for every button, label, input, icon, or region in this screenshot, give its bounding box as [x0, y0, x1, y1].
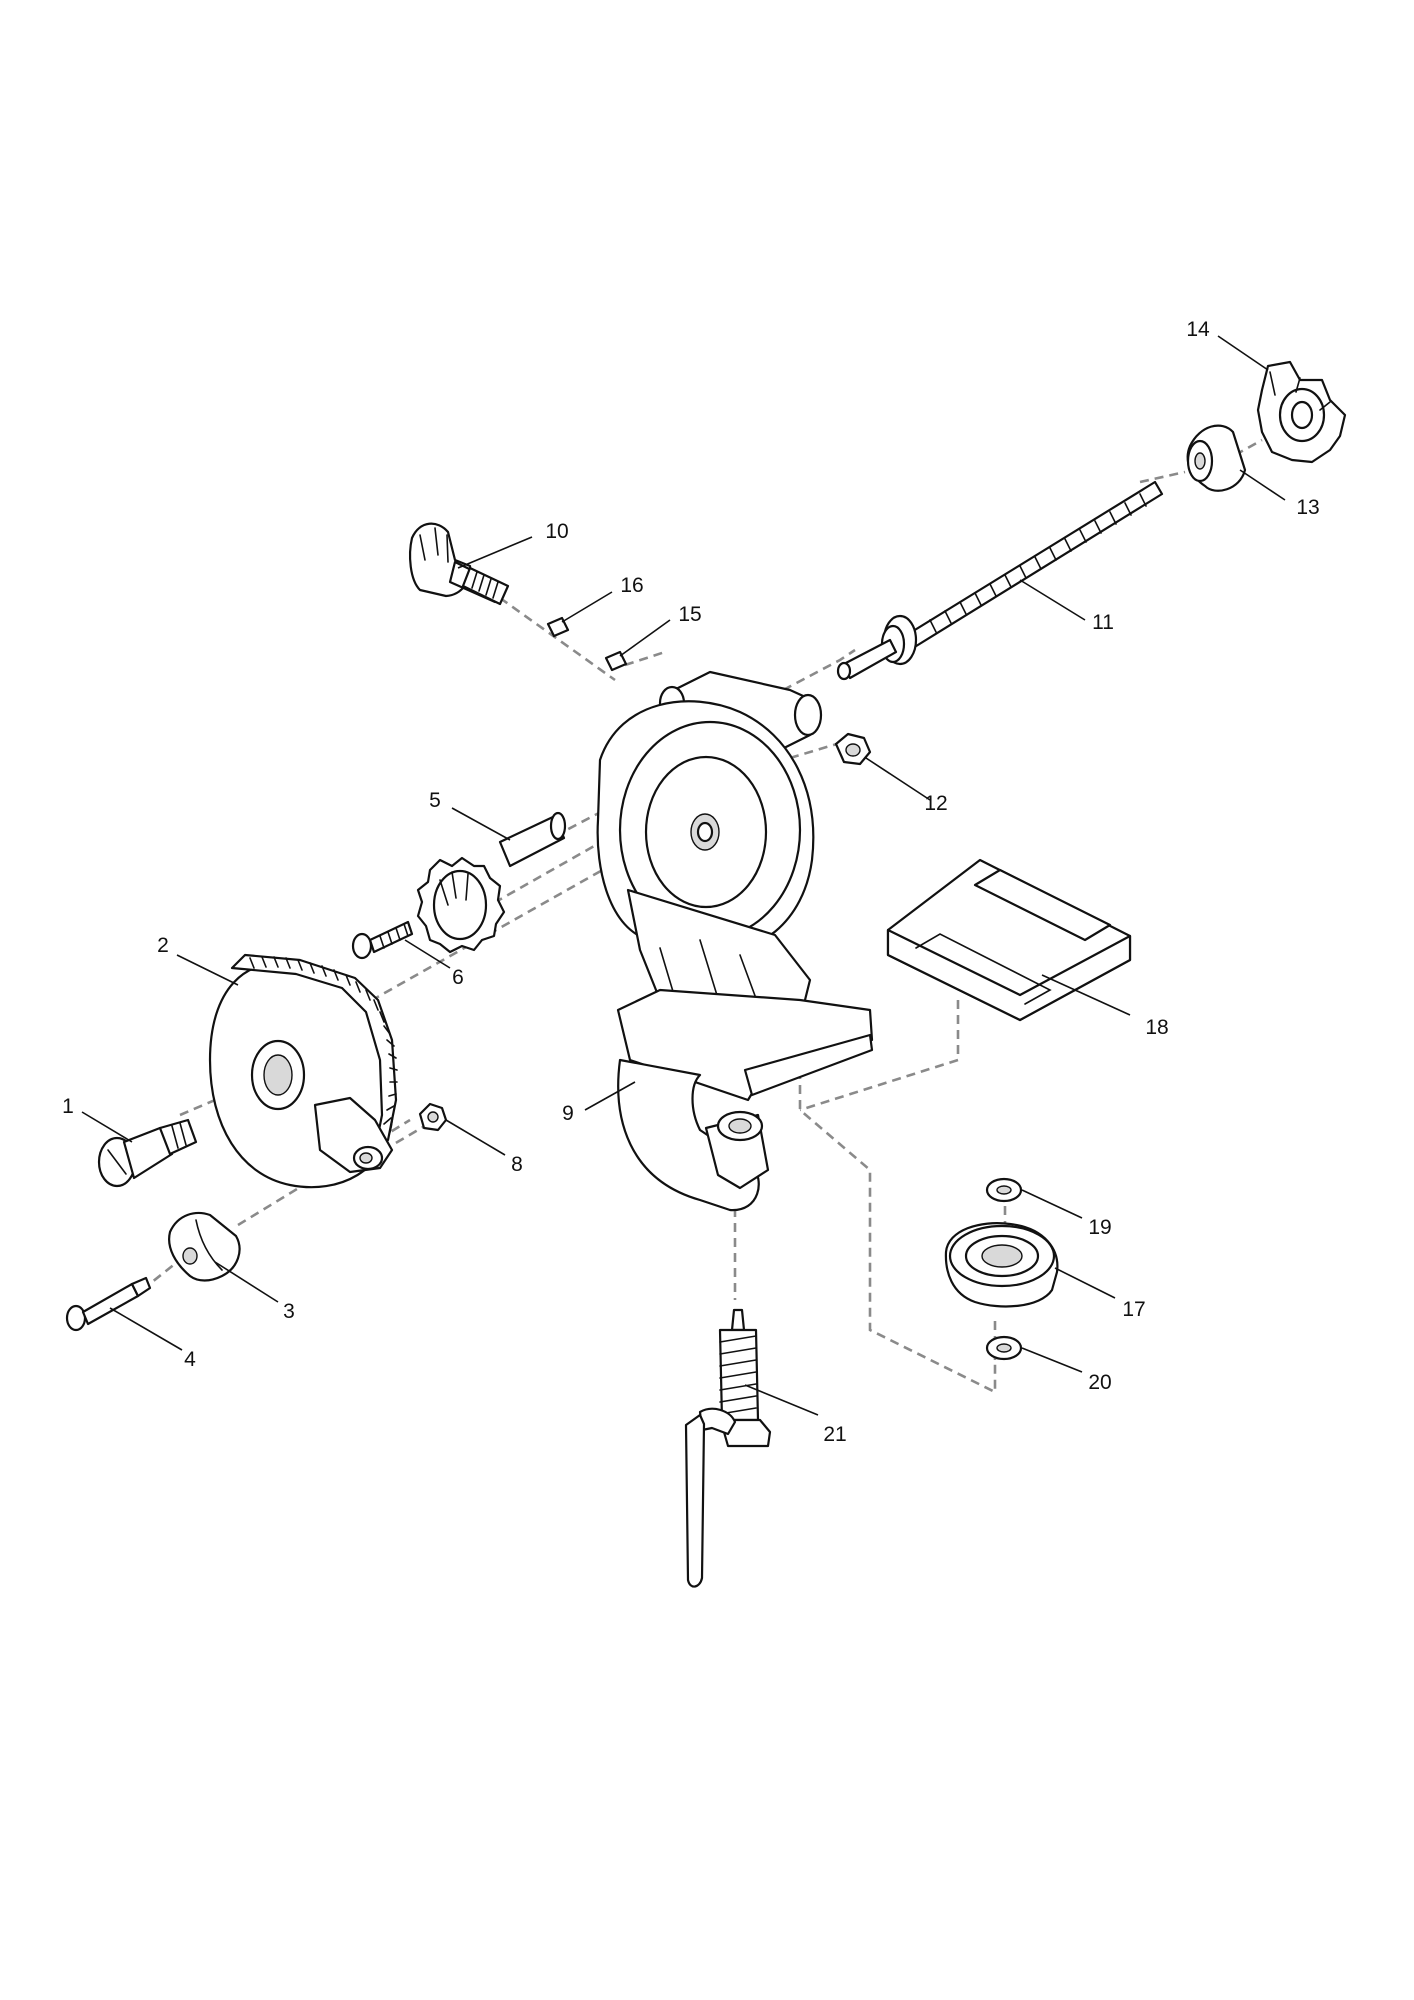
callout-19: 19	[1088, 1216, 1111, 1239]
part-2-large-gear	[208, 953, 398, 1189]
callout-9: 9	[562, 1102, 574, 1125]
part-4-long-screw	[65, 1276, 152, 1332]
callout-5: 5	[429, 789, 441, 812]
callout-13: 13	[1296, 496, 1319, 519]
part-17-bearing	[944, 1222, 1059, 1308]
part-9-main-bracket	[596, 670, 874, 1212]
part-20-washer	[985, 1335, 1023, 1361]
part-18-slide-block	[886, 858, 1132, 1022]
part-14-star-knob	[1256, 360, 1347, 464]
part-13-cup-washer	[1186, 424, 1247, 492]
callout-labels: 1 2 3 4 5 6 8 9 10 11 12 13 14 15 16 17 …	[62, 318, 1320, 1446]
part-8-small-nut	[418, 1102, 448, 1132]
part-15-pin	[604, 650, 628, 672]
callout-8: 8	[511, 1153, 523, 1176]
callout-6: 6	[452, 966, 464, 989]
callout-21: 21	[823, 1423, 846, 1446]
part-3-cam	[168, 1211, 241, 1282]
callout-20: 20	[1088, 1371, 1111, 1394]
callout-1: 1	[62, 1095, 74, 1118]
part-6-screw	[351, 920, 414, 960]
callout-10: 10	[545, 520, 568, 543]
callout-16: 16	[620, 574, 643, 597]
part-1-shoulder-screw	[97, 1118, 198, 1188]
part-10-wing-knob	[409, 522, 510, 606]
callout-12: 12	[924, 792, 947, 815]
part-12-hex-nut	[834, 732, 872, 766]
callout-2: 2	[157, 934, 169, 957]
callout-leaders	[81, 335, 1286, 1416]
callout-11: 11	[1092, 611, 1114, 634]
callout-3: 3	[283, 1300, 295, 1323]
callout-18: 18	[1145, 1016, 1168, 1039]
callout-14: 14	[1186, 318, 1210, 341]
callout-4: 4	[184, 1348, 196, 1371]
part-5-pinion-gear	[416, 811, 567, 954]
part-19-washer	[985, 1177, 1023, 1203]
part-21-spring-handle	[684, 1308, 772, 1588]
part-16-pin	[546, 616, 570, 638]
callout-15: 15	[678, 603, 701, 626]
part-11-threaded-rod	[836, 480, 1164, 681]
callout-17: 17	[1122, 1298, 1145, 1321]
